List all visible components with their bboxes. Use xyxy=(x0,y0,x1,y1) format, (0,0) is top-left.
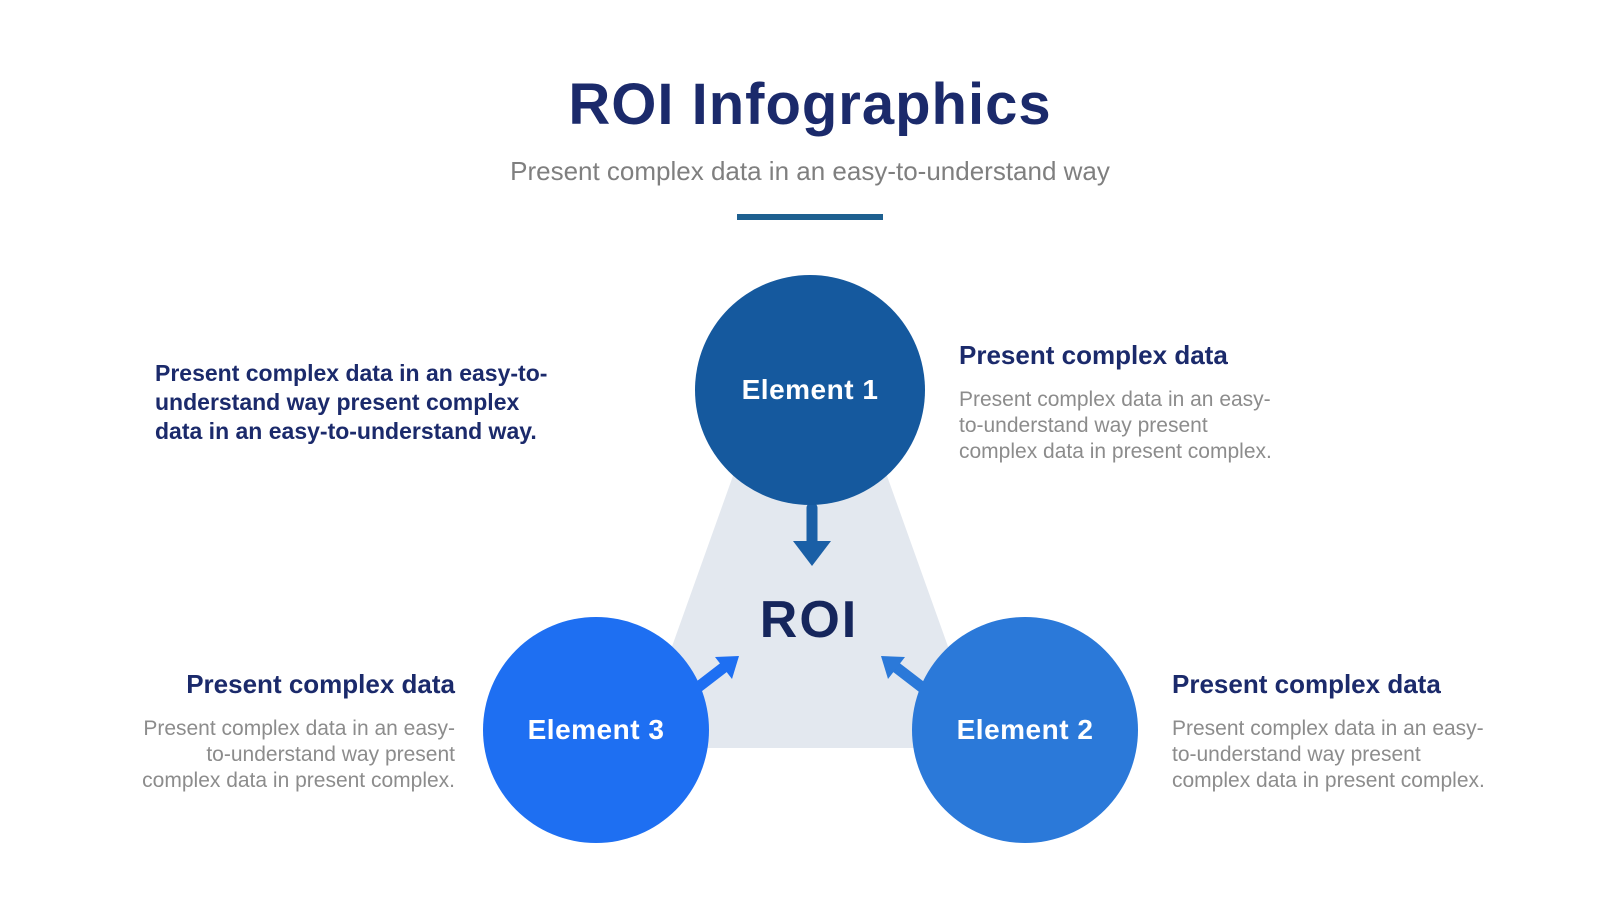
intro-text: Present complex data in an easy-to- unde… xyxy=(155,360,548,444)
element-2-circle: Element 2 xyxy=(912,617,1138,843)
element-3-textblock: Present complex data Present complex dat… xyxy=(100,669,455,794)
arrow-up-right-icon xyxy=(691,656,739,694)
element-2-textblock: Present complex data Present complex dat… xyxy=(1172,669,1522,794)
element-1-heading: Present complex data xyxy=(959,340,1228,370)
title-divider xyxy=(737,214,883,220)
element-2-label: Element 2 xyxy=(956,714,1094,745)
arrow-up-left-icon xyxy=(881,656,929,694)
element-3-heading: Present complex data xyxy=(186,669,455,699)
element-2-description: Present complex data in an easy- to-unde… xyxy=(1172,717,1485,792)
page-title: ROI Infographics xyxy=(568,72,1052,137)
element-3-label: Element 3 xyxy=(527,714,665,745)
element-1-textblock: Present complex data Present complex dat… xyxy=(959,340,1309,465)
element-3-circle: Element 3 xyxy=(483,617,709,843)
page-subtitle: Present complex data in an easy-to-under… xyxy=(510,156,1110,186)
center-label: ROI xyxy=(759,591,859,649)
element-2-heading: Present complex data xyxy=(1172,669,1441,699)
element-3-description: Present complex data in an easy- to-unde… xyxy=(142,717,455,792)
element-1-description: Present complex data in an easy- to-unde… xyxy=(959,388,1272,463)
element-1-circle: Element 1 xyxy=(695,275,925,505)
arrow-down-icon xyxy=(793,502,831,566)
element-1-label: Element 1 xyxy=(741,374,879,405)
